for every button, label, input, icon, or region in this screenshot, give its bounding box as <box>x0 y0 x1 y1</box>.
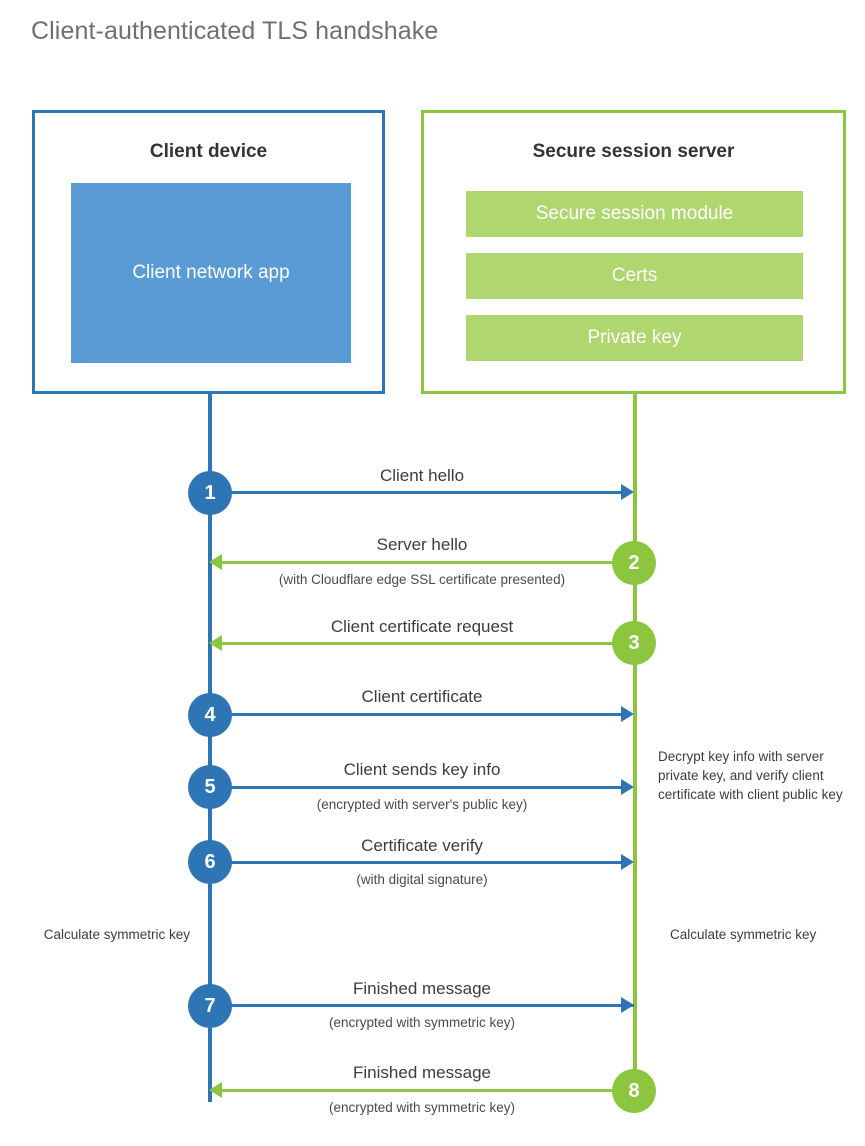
step-5-arrowhead-icon <box>621 779 634 795</box>
step-1-circle: 1 <box>188 471 232 515</box>
step-6-circle: 6 <box>188 840 232 884</box>
step-4-label: Client certificate <box>361 687 483 706</box>
server-module-secure-session-module: Secure session module <box>466 191 803 237</box>
step-6-arrowhead-icon <box>621 854 634 870</box>
server-module-certs: Certs <box>466 253 803 299</box>
server-lifeline <box>633 393 637 1093</box>
step-6-label: Certificate verify <box>361 836 483 855</box>
step-5-line <box>210 786 621 789</box>
client-network-app-box: Client network app <box>71 183 351 363</box>
client-lifeline <box>208 393 212 1102</box>
step-2-circle: 2 <box>612 541 656 585</box>
client-device-title: Client device <box>149 141 268 162</box>
step-8-sublabel: (encrypted with symmetric key) <box>328 1100 516 1115</box>
step-8-label: Finished message <box>353 1063 491 1082</box>
client-device-box: Client device Client network app <box>32 110 385 394</box>
step-7-line <box>210 1004 634 1007</box>
step-1-line <box>210 491 621 494</box>
step-4-arrowhead-icon <box>621 706 634 722</box>
step-8-arrowhead-icon <box>209 1082 222 1098</box>
step-5-sublabel: (encrypted with server's public key) <box>316 797 528 812</box>
step-8-circle: 8 <box>612 1069 656 1113</box>
step-4-line <box>210 713 621 716</box>
step-7-label: Finished message <box>353 979 491 998</box>
step-5-label: Client sends key info <box>343 760 501 779</box>
client-calculate-note: Calculate symmetric key <box>43 927 190 942</box>
secure-session-server-box: Secure session server Secure session mod… <box>421 110 846 394</box>
server-module-list: Secure session module Certs Private key <box>466 191 803 377</box>
server-calculate-note: Calculate symmetric key <box>670 927 817 942</box>
step-3-arrowhead-icon <box>209 635 222 651</box>
step-3-label: Client certificate request <box>330 617 514 636</box>
step-6-line <box>210 861 621 864</box>
step-2-sublabel: (with Cloudflare edge SSL certificate pr… <box>278 572 566 587</box>
step-2-arrowhead-icon <box>209 554 222 570</box>
step-7-arrowhead-icon <box>621 997 634 1013</box>
step-1-arrowhead-icon <box>621 484 634 500</box>
step-1-label: Client hello <box>379 466 465 485</box>
step-7-sublabel: (encrypted with symmetric key) <box>328 1015 516 1030</box>
step-6-sublabel: (with digital signature) <box>356 872 488 887</box>
step-4-circle: 4 <box>188 693 232 737</box>
page-title: Client-authenticated TLS handshake <box>31 17 439 45</box>
step-2-line <box>222 561 634 564</box>
server-decrypt-note: Decrypt key info with server private key… <box>658 749 843 802</box>
step-7-circle: 7 <box>188 984 232 1028</box>
step-8-line <box>222 1089 634 1092</box>
step-2-label: Server hello <box>376 535 468 554</box>
secure-session-server-title: Secure session server <box>532 141 735 162</box>
step-3-circle: 3 <box>612 621 656 665</box>
step-5-circle: 5 <box>188 765 232 809</box>
step-3-line <box>222 642 634 645</box>
server-module-private-key: Private key <box>466 315 803 361</box>
